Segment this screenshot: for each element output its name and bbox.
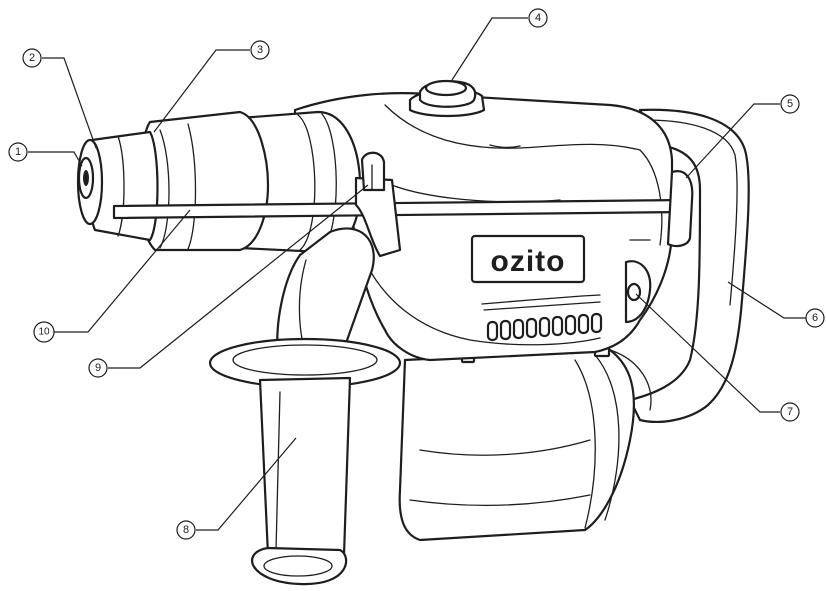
callout-6-label: 6 — [812, 312, 818, 324]
brand-name: ozito — [491, 245, 566, 278]
rear-handle — [628, 108, 750, 423]
callout-9-label: 9 — [95, 362, 101, 374]
callout-3: 3 — [250, 40, 270, 60]
callout-5-label: 5 — [787, 98, 793, 110]
callout-7-label: 7 — [787, 406, 793, 418]
callout-2: 2 — [22, 48, 42, 68]
callout-8-label: 8 — [183, 524, 189, 536]
rear-rod-clamp — [666, 170, 694, 248]
callout-10: 10 — [33, 321, 55, 343]
callout-4-label: 4 — [535, 12, 541, 24]
cooling-vents — [481, 294, 603, 342]
callout-5: 5 — [780, 94, 800, 114]
callout-1-label: 1 — [15, 146, 21, 158]
barrel-chuck-assembly — [76, 110, 362, 254]
callout-1: 1 — [8, 142, 28, 162]
leader-lines — [28, 17, 806, 531]
motor-housing — [398, 342, 652, 542]
brand-badge: ozito — [470, 234, 586, 284]
callout-6: 6 — [805, 308, 825, 328]
callout-3-label: 3 — [257, 44, 263, 56]
callout-8: 8 — [176, 520, 196, 540]
callout-4: 4 — [528, 8, 548, 28]
callout-7: 7 — [780, 402, 800, 422]
callout-10-label: 10 — [38, 327, 50, 338]
callout-9: 9 — [88, 358, 108, 378]
auxiliary-handle — [208, 151, 402, 586]
trigger-lock-button — [624, 260, 652, 324]
callout-2-label: 2 — [29, 52, 35, 64]
